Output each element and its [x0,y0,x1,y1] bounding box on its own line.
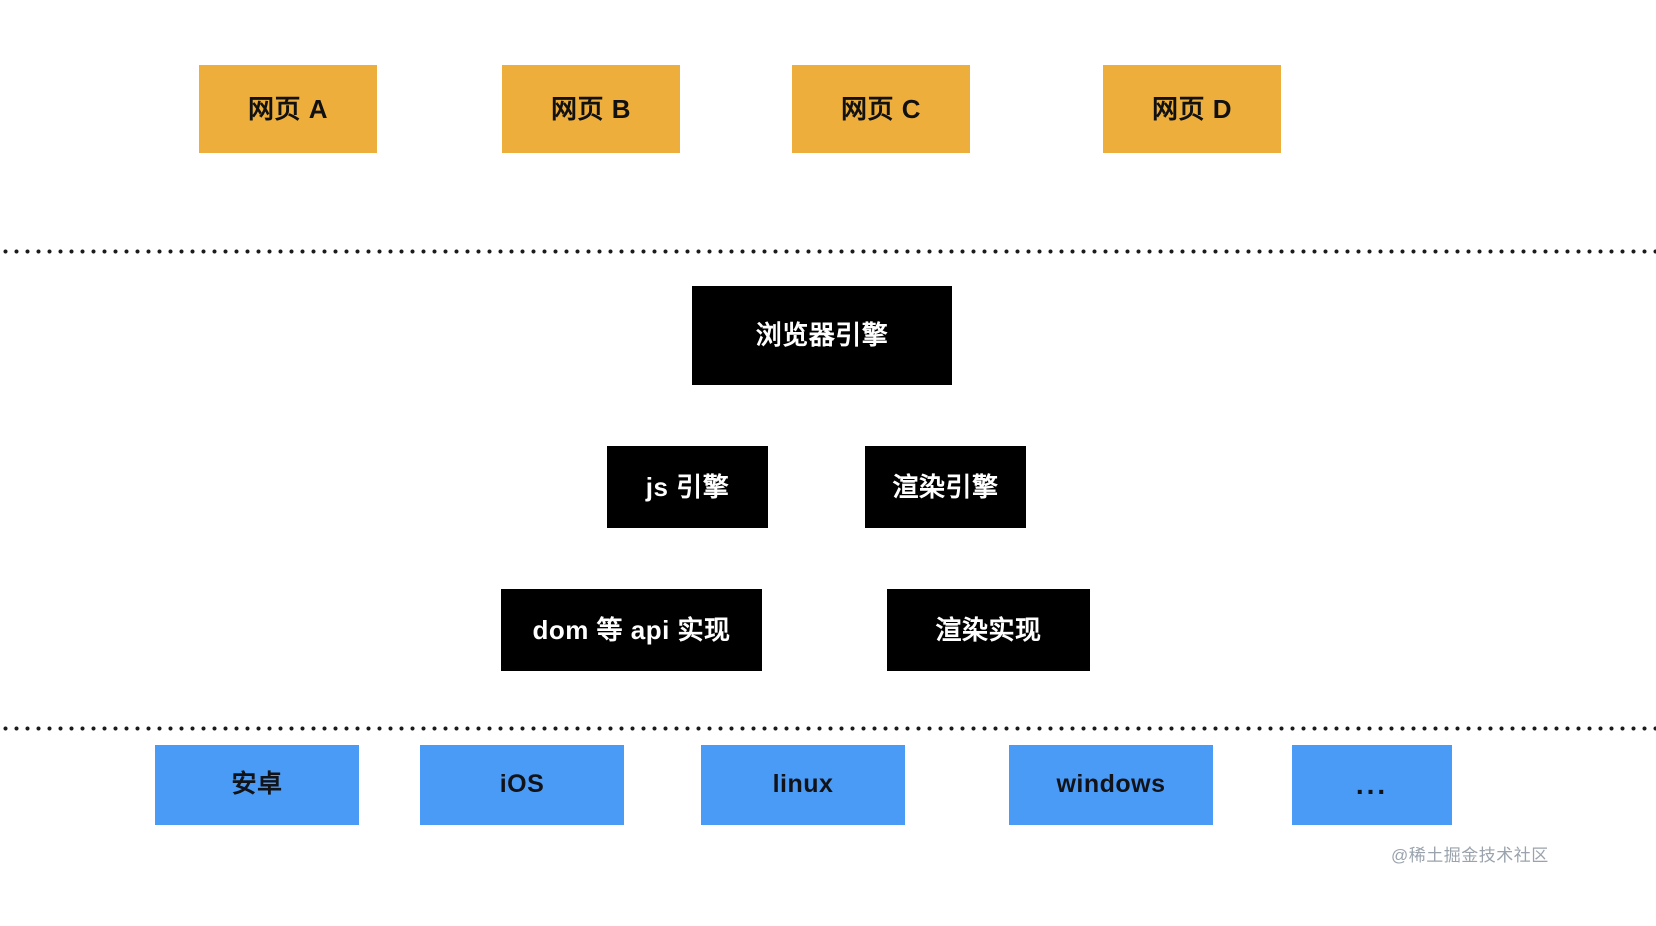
os-box-android-label: 安卓 [231,770,283,799]
page-box-b-label: 网页 B [550,93,631,124]
os-box-ios[interactable]: iOS [420,745,624,825]
js-engine-label: js 引擎 [645,471,730,502]
browser-engine-label: 浏览器引擎 [755,320,889,351]
os-box-windows[interactable]: windows [1009,745,1213,825]
watermark: @稀土掘金技术社区 [1391,846,1549,865]
os-box-windows-label: windows [1056,770,1166,799]
page-box-a-label: 网页 A [247,93,328,124]
page-box-a[interactable]: 网页 A [199,65,377,153]
os-box-ios-label: iOS [499,770,545,799]
render-engine-box[interactable]: 渲染引擎 [865,446,1026,528]
os-box-linux[interactable]: linux [701,745,905,825]
engine-os-divider [0,726,1656,731]
page-box-d[interactable]: 网页 D [1103,65,1281,153]
dom-api-impl-label: dom 等 api 实现 [532,614,731,645]
js-engine-box[interactable]: js 引擎 [607,446,768,528]
os-box-more[interactable]: ... [1292,745,1452,825]
browser-engine-box[interactable]: 浏览器引擎 [692,286,952,385]
os-box-linux-label: linux [772,770,834,799]
dom-api-impl-box[interactable]: dom 等 api 实现 [501,589,762,671]
render-engine-label: 渲染引擎 [892,471,999,502]
page-engine-divider [0,249,1656,254]
render-impl-label: 渲染实现 [935,614,1042,645]
page-box-b[interactable]: 网页 B [502,65,680,153]
page-box-d-label: 网页 D [1151,93,1232,124]
render-impl-box[interactable]: 渲染实现 [887,589,1090,671]
os-box-more-label: ... [1355,768,1389,800]
page-box-c-label: 网页 C [840,93,921,124]
os-box-android[interactable]: 安卓 [155,745,359,825]
page-box-c[interactable]: 网页 C [792,65,970,153]
